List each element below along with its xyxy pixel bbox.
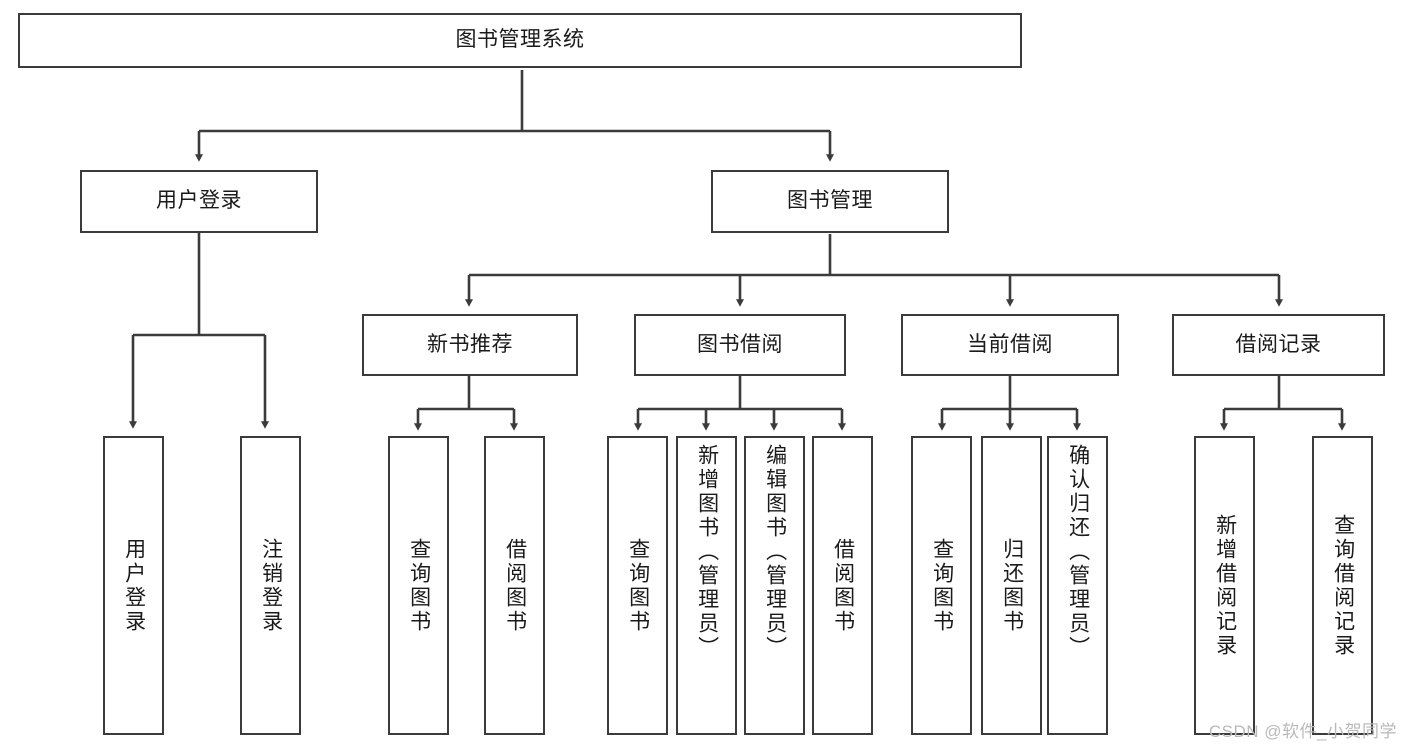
node-leaf-record-query-label: 查询借阅记录	[1331, 513, 1355, 658]
node-leaf-rec-borrow-book-label: 借阅图书	[503, 537, 527, 634]
node-current-borrow-label: 当前借阅	[967, 332, 1053, 356]
csdn-watermark: CSDN @软件_小贺同学	[1208, 722, 1397, 741]
node-leaf-record-add[interactable]: 新增借阅记录	[1194, 436, 1255, 735]
node-root-label: 图书管理系统	[455, 28, 585, 52]
node-book-management-label: 图书管理	[787, 189, 873, 213]
node-user-login[interactable]: 用户登录	[80, 170, 318, 233]
node-leaf-borrow-add-book-label: 新增图书（管理员）	[695, 444, 719, 660]
node-leaf-rec-borrow-book[interactable]: 借阅图书	[484, 436, 545, 735]
node-book-borrow-label: 图书借阅	[697, 332, 783, 356]
node-leaf-current-confirm-return-label: 确认归还（管理员）	[1066, 444, 1090, 660]
node-user-login-label: 用户登录	[156, 189, 242, 213]
node-leaf-user-login[interactable]: 用户登录	[103, 436, 164, 735]
node-leaf-borrow-do-borrow-label: 借阅图书	[831, 537, 855, 634]
node-leaf-rec-query-book[interactable]: 查询图书	[388, 436, 449, 735]
node-new-book-recommend[interactable]: 新书推荐	[362, 314, 578, 376]
node-leaf-user-logout[interactable]: 注销登录	[240, 436, 301, 735]
node-book-management[interactable]: 图书管理	[711, 170, 949, 233]
node-leaf-borrow-edit-book-label: 编辑图书（管理员）	[763, 444, 787, 660]
node-root[interactable]: 图书管理系统	[18, 13, 1022, 68]
node-current-borrow[interactable]: 当前借阅	[901, 314, 1119, 376]
node-leaf-current-confirm-return[interactable]: 确认归还（管理员）	[1047, 436, 1108, 735]
node-leaf-borrow-query-book[interactable]: 查询图书	[607, 436, 668, 735]
node-leaf-current-return-book-label: 归还图书	[1000, 537, 1024, 634]
node-leaf-borrow-edit-book[interactable]: 编辑图书（管理员）	[744, 436, 805, 735]
node-borrow-record-label: 借阅记录	[1235, 332, 1322, 356]
node-leaf-borrow-do-borrow[interactable]: 借阅图书	[812, 436, 873, 735]
node-leaf-rec-query-book-label: 查询图书	[407, 537, 431, 634]
node-leaf-user-logout-label: 注销登录	[259, 537, 283, 634]
node-leaf-current-query-book[interactable]: 查询图书	[911, 436, 972, 735]
node-leaf-borrow-add-book[interactable]: 新增图书（管理员）	[676, 436, 737, 735]
node-leaf-record-query[interactable]: 查询借阅记录	[1312, 436, 1373, 735]
node-leaf-current-return-book[interactable]: 归还图书	[981, 436, 1042, 735]
node-leaf-user-login-label: 用户登录	[122, 537, 146, 634]
node-book-borrow[interactable]: 图书借阅	[634, 314, 846, 376]
node-new-book-recommend-label: 新书推荐	[427, 332, 513, 356]
node-leaf-current-query-book-label: 查询图书	[930, 537, 954, 634]
node-leaf-borrow-query-book-label: 查询图书	[626, 537, 650, 634]
node-borrow-record[interactable]: 借阅记录	[1172, 314, 1385, 376]
node-leaf-record-add-label: 新增借阅记录	[1213, 513, 1237, 658]
